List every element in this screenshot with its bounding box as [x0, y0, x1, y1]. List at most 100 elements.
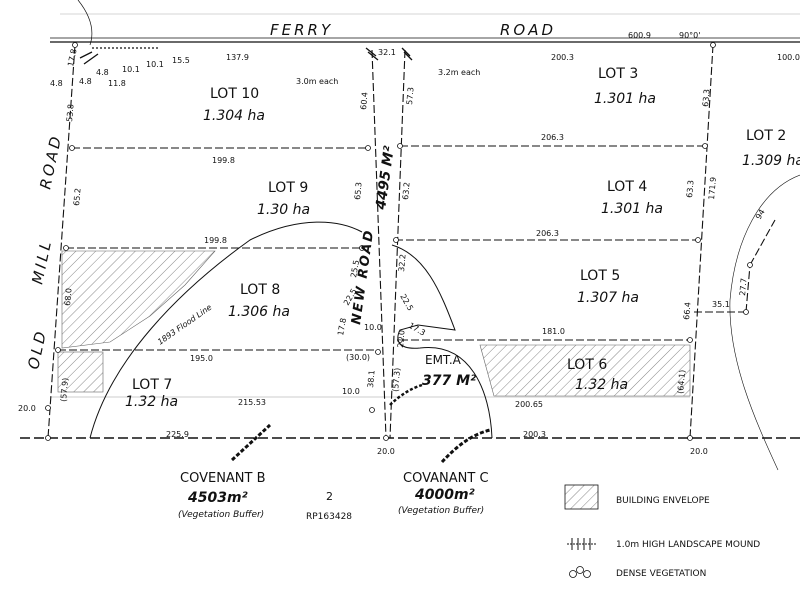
dim-label: 137.9 — [226, 53, 249, 62]
dim-label: 35.1 — [712, 300, 730, 309]
building-envelope-lot7 — [57, 351, 104, 393]
dim-label: 171.9 — [707, 177, 718, 201]
lot-boundaries — [47, 44, 776, 439]
lot3-area: 1.301 ha — [594, 91, 656, 107]
dim-label: (57.9) — [59, 377, 70, 402]
lot2-area: 1.309 ha — [742, 153, 800, 169]
dim-label: 3.2m each — [438, 68, 480, 77]
lot7-area: 1.32 ha — [125, 394, 178, 410]
dim-label: 32.1 — [378, 48, 396, 57]
dimension-labels: 600.9 90°0' 137.9 32.1 200.3 100.0 3.0m … — [18, 31, 800, 456]
dim-label: 53.8 — [65, 104, 76, 123]
dim-label: 21.0 — [396, 330, 407, 349]
dim-label: 4.8 — [96, 68, 109, 77]
dim-label: 66.4 — [682, 302, 693, 321]
old-mill-road-road: ROAD — [36, 132, 65, 191]
dim-label: 22.5 — [398, 293, 415, 313]
dim-label: 65.3 — [353, 182, 364, 201]
dim-label: 90°0' — [679, 31, 700, 40]
dim-label: 100.0 — [777, 53, 800, 62]
dim-label: 200.65 — [515, 400, 543, 409]
dim-label: 225.9 — [166, 430, 189, 439]
dim-label: 10.1 — [122, 65, 140, 74]
emt-arc — [389, 383, 423, 406]
survey-marks — [45, 42, 753, 441]
old-mill-road-old: OLD — [24, 327, 50, 371]
parent-plan: RP163428 — [306, 512, 352, 522]
covenant-c-note: (Vegetation Buffer) — [398, 506, 484, 516]
dim-label: 4.8 — [79, 77, 92, 86]
dim-label: 60.4 — [359, 92, 370, 111]
dim-label: 10.0 — [364, 323, 382, 332]
new-road-area: 4495 M² — [373, 144, 398, 211]
lot4-area: 1.301 ha — [601, 201, 663, 217]
legend-mound-icon — [567, 538, 597, 550]
legend-envelope-swatch — [564, 484, 599, 510]
lot8-name: LOT 8 — [240, 282, 280, 298]
ferry-road-label-road: ROAD — [500, 21, 556, 39]
emt-area: 377 M² — [422, 373, 477, 389]
legend-vegetation-icon — [569, 566, 591, 578]
dim-label: 17.8 — [336, 317, 348, 336]
lot6-name: LOT 6 — [567, 357, 607, 373]
dim-label: 38.1 — [366, 370, 377, 389]
lot6-area: 1.32 ha — [575, 377, 628, 393]
dim-label: 10.0 — [342, 387, 360, 396]
covenant-b-arc — [230, 423, 272, 462]
dim-label: 11.8 — [108, 79, 126, 88]
top-left-curve — [77, 0, 93, 46]
lot9-name: LOT 9 — [268, 180, 308, 196]
covenant-b-note: (Vegetation Buffer) — [178, 510, 264, 520]
legend-envelope-label: BUILDING ENVELOPE — [616, 496, 710, 506]
dim-label: 17.8 — [66, 48, 79, 67]
dim-label: 94 — [754, 208, 767, 221]
lot2-name: LOT 2 — [746, 128, 786, 144]
dim-label: 4.8 — [50, 79, 63, 88]
building-envelope-lot8 — [61, 250, 216, 349]
lot7-name: LOT 7 — [132, 377, 172, 393]
covenant-b-area: 4503m² — [187, 490, 249, 506]
lot10-name: LOT 10 — [210, 86, 259, 102]
dim-label: (57.3) — [391, 367, 402, 392]
dim-label: 27.7 — [738, 278, 749, 297]
dim-label: 600.9 — [628, 31, 651, 40]
dim-label: 63.2 — [401, 182, 412, 201]
lot4-name: LOT 4 — [607, 179, 647, 195]
dim-label: 65.2 — [72, 188, 83, 207]
dim-label: (64.1) — [676, 369, 687, 394]
lot5-area: 1.307 ha — [577, 290, 639, 306]
ferry-road — [50, 13, 800, 43]
emt-label: EMT.A — [425, 353, 462, 367]
dim-label: 15.5 — [172, 56, 190, 65]
old-mill-road-mill: MILL — [28, 237, 55, 286]
dim-label: 25.5 — [349, 259, 361, 278]
dim-label: 63.3 — [685, 180, 696, 199]
right-vegetation-curve — [729, 174, 800, 471]
flood-line-label: 1893 Flood Line — [156, 303, 213, 347]
lot9-area: 1.30 ha — [257, 202, 310, 218]
dim-label: 57.3 — [405, 87, 416, 106]
dim-label: 181.0 — [542, 327, 565, 336]
dim-label: 10.1 — [146, 60, 164, 69]
lot10-area: 1.304 ha — [203, 108, 265, 124]
dim-label: 63.3 — [701, 89, 712, 108]
dim-label: (30.0) — [346, 353, 370, 362]
parent-lot: 2 — [326, 490, 333, 503]
ferry-road-label: FERRY — [270, 21, 333, 39]
dim-label: 200.3 — [523, 430, 546, 439]
dim-label: 68.0 — [63, 288, 74, 307]
dim-label: 199.8 — [204, 236, 227, 245]
dim-label: 206.3 — [541, 133, 564, 142]
dim-label: 199.8 — [212, 156, 235, 165]
lot5-name: LOT 5 — [580, 268, 620, 284]
legend-mound-label: 1.0m HIGH LANDSCAPE MOUND — [616, 540, 760, 550]
dim-label: 206.3 — [536, 229, 559, 238]
dim-label: 215.53 — [238, 398, 266, 407]
covenant-b-name: COVENANT B — [180, 471, 266, 486]
dim-label: 20.0 — [690, 447, 708, 456]
lot8-area: 1.306 ha — [228, 304, 290, 320]
dim-label: 20.0 — [18, 404, 36, 413]
dim-label: 17.3 — [407, 321, 427, 338]
dim-label: 20.0 — [377, 447, 395, 456]
dim-label: 32.2 — [397, 254, 408, 273]
